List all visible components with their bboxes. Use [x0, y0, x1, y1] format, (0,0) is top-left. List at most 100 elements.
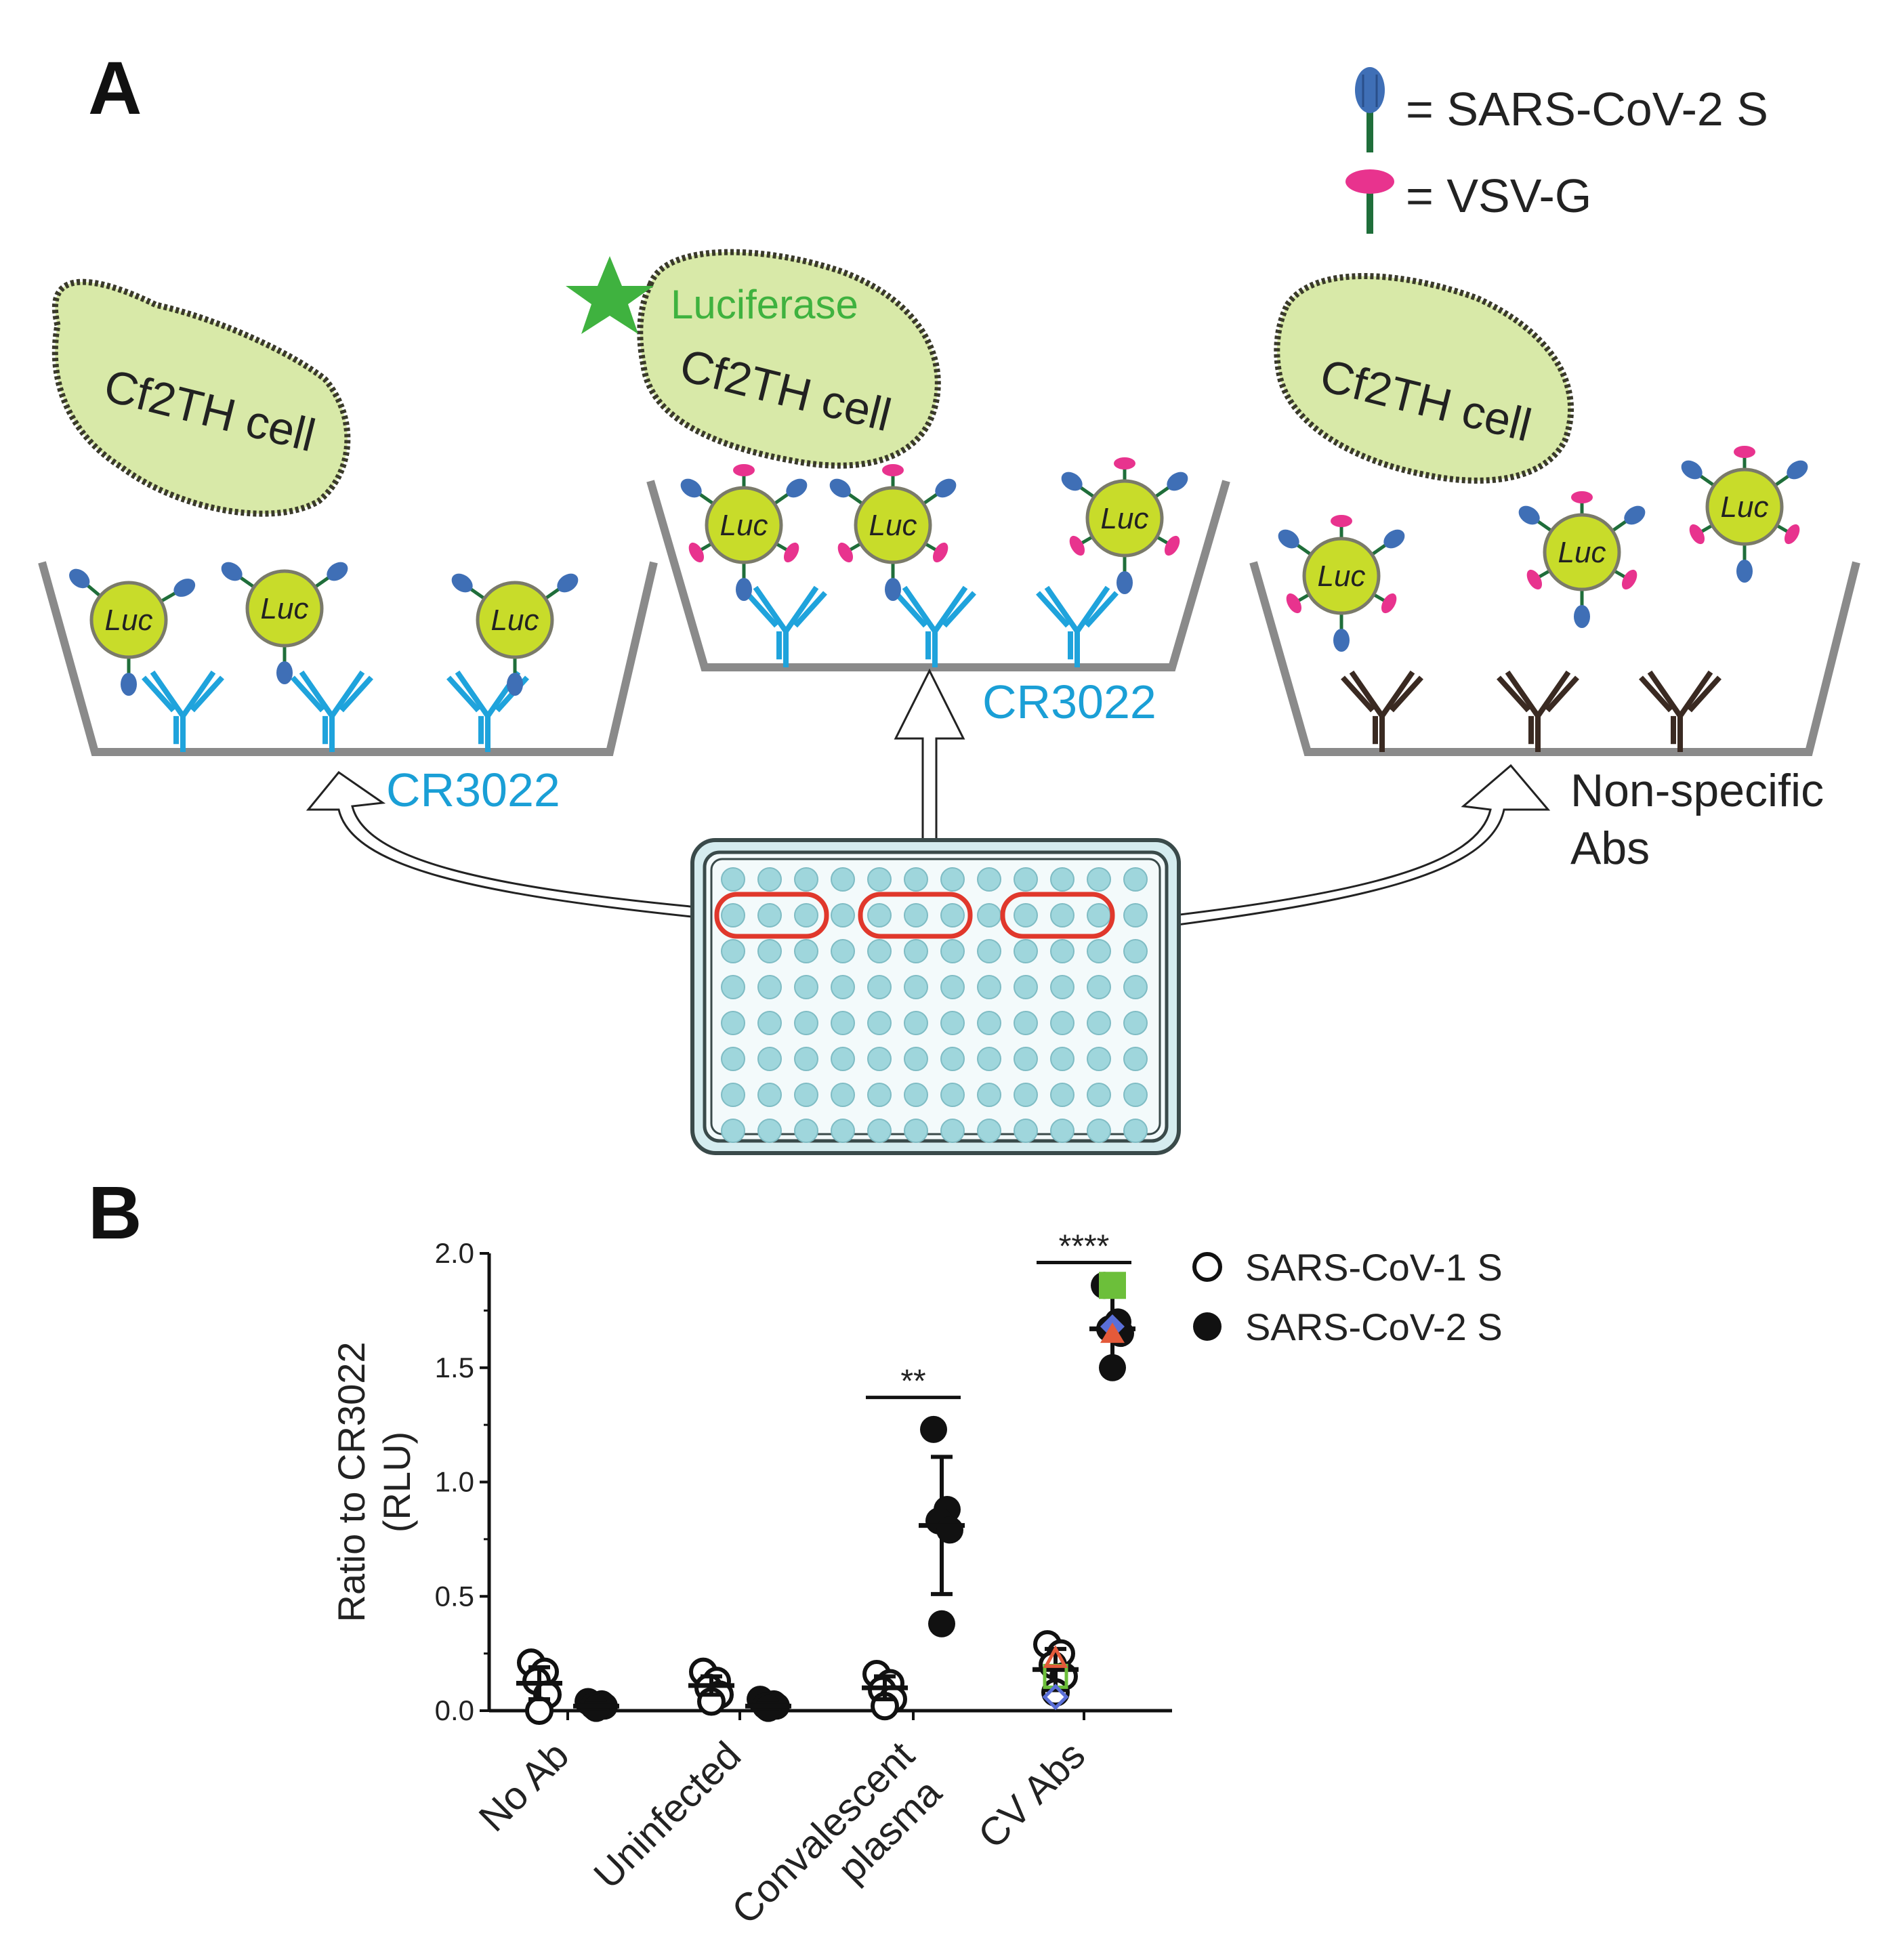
plate-well — [1087, 1083, 1111, 1107]
antibody-group-right — [1341, 670, 1722, 752]
virion-icon: Luc — [69, 568, 196, 696]
plate-well — [721, 939, 745, 963]
plate-well — [1087, 939, 1111, 963]
plate-well — [1123, 939, 1148, 963]
y-tick-label: 1.0 — [435, 1466, 474, 1498]
x-category-label: CV Abs — [969, 1733, 1093, 1857]
virion-luc-label: Luc — [491, 604, 539, 637]
plate-well — [940, 1119, 965, 1143]
cell-right: Cf2TH cell — [1274, 273, 1574, 484]
plate-well — [1050, 903, 1074, 927]
antibody-icon — [745, 585, 827, 667]
luciferase-star-icon — [566, 256, 654, 334]
plate-well — [1050, 1047, 1074, 1071]
plate-well — [977, 1083, 1001, 1107]
antibody-group-left — [142, 670, 529, 752]
plate-well — [757, 1011, 782, 1035]
antibody-icon — [142, 670, 224, 752]
plate-well — [940, 1083, 965, 1107]
x-category-label: No Ab — [471, 1733, 578, 1840]
plate-well — [757, 867, 782, 892]
plate-well — [867, 975, 892, 999]
plate-well — [1123, 867, 1148, 892]
virion-luc-label: Luc — [720, 509, 768, 542]
antibody-icon — [291, 670, 373, 752]
arrow-left — [306, 770, 706, 919]
plate-well — [1123, 903, 1148, 927]
plate-well — [1014, 903, 1038, 927]
plate-well — [904, 975, 928, 999]
plate-well — [977, 1011, 1001, 1035]
plate-well — [1123, 1083, 1148, 1107]
panel-b-letter: B — [88, 1171, 142, 1255]
well-right — [1249, 561, 1860, 756]
significance-label: **** — [1059, 1229, 1110, 1265]
y-axis-title-line1: Ratio to CR3022 — [330, 1341, 373, 1622]
virion-icon: Luc — [1061, 457, 1188, 594]
virion-icon: Luc — [221, 562, 348, 684]
legend-spike-entry: = SARS-CoV-2 S — [1355, 67, 1768, 152]
cr3022-label-left: CR3022 — [386, 764, 560, 816]
plate-well — [867, 1011, 892, 1035]
plate-well — [867, 867, 892, 892]
data-point-sars2 — [928, 1610, 955, 1638]
legend-filled-circle-icon — [1193, 1312, 1222, 1341]
plate-well — [867, 1047, 892, 1071]
data-point-sars2 — [1099, 1354, 1126, 1381]
plate-well — [1087, 975, 1111, 999]
plate-well — [721, 903, 745, 927]
plate-well — [904, 1047, 928, 1071]
plate-well — [977, 975, 1001, 999]
plate-well — [757, 1047, 782, 1071]
antibody-icon — [1036, 585, 1119, 667]
plate-well — [1087, 1011, 1111, 1035]
plate-well — [1050, 1011, 1074, 1035]
plate-well — [757, 939, 782, 963]
vsv-g-protein-icon — [1345, 169, 1394, 234]
highlight-row-left — [714, 892, 829, 939]
y-tick-label: 0.5 — [435, 1580, 474, 1612]
well-left — [38, 561, 658, 756]
cv-abs-red-open-triangle — [1043, 1645, 1068, 1668]
plate-well — [794, 1011, 818, 1035]
plate-well — [1087, 903, 1111, 927]
cell-middle: Cf2TH cell Luciferase — [566, 249, 941, 469]
virion-icon: Luc — [1278, 515, 1405, 652]
plate-well — [721, 867, 745, 892]
legend-spike-label: = SARS-CoV-2 S — [1406, 83, 1768, 135]
plate-well — [794, 1047, 818, 1071]
plate-well — [1014, 1047, 1038, 1071]
plate-well — [1050, 867, 1074, 892]
plate-well — [867, 903, 892, 927]
plate-well — [1050, 1119, 1074, 1143]
plate-well — [940, 903, 965, 927]
y-axis-title-line2: (RLU) — [375, 1432, 418, 1532]
spike-protein-icon — [1355, 67, 1385, 152]
plate-well — [1123, 1119, 1148, 1143]
plate-well — [1050, 939, 1074, 963]
plate-well — [867, 939, 892, 963]
x-category-label: Uninfected — [585, 1733, 749, 1897]
plate-well — [867, 1083, 892, 1107]
plate-well — [940, 867, 965, 892]
plate-well — [721, 1119, 745, 1143]
virion-icon: Luc — [1518, 491, 1646, 628]
virion-luc-label: Luc — [261, 592, 309, 625]
plate-well — [1014, 867, 1038, 892]
plate-well — [977, 1119, 1001, 1143]
plate-well — [867, 1119, 892, 1143]
nonspecific-label-line2: Abs — [1570, 822, 1650, 874]
plate-well — [1123, 1011, 1148, 1035]
significance-label: ** — [900, 1364, 925, 1400]
plate-well — [940, 975, 965, 999]
plate-well — [904, 1119, 928, 1143]
plate-well — [831, 1047, 855, 1071]
panel-b-legend: SARS-CoV-1 S SARS-CoV-2 S — [1192, 1246, 1503, 1348]
plate-well — [904, 1011, 928, 1035]
luciferase-label: Luciferase — [671, 282, 858, 327]
plate-well — [904, 903, 928, 927]
plate-well — [940, 1011, 965, 1035]
plate-well — [1050, 1083, 1074, 1107]
plate-well — [794, 1083, 818, 1107]
